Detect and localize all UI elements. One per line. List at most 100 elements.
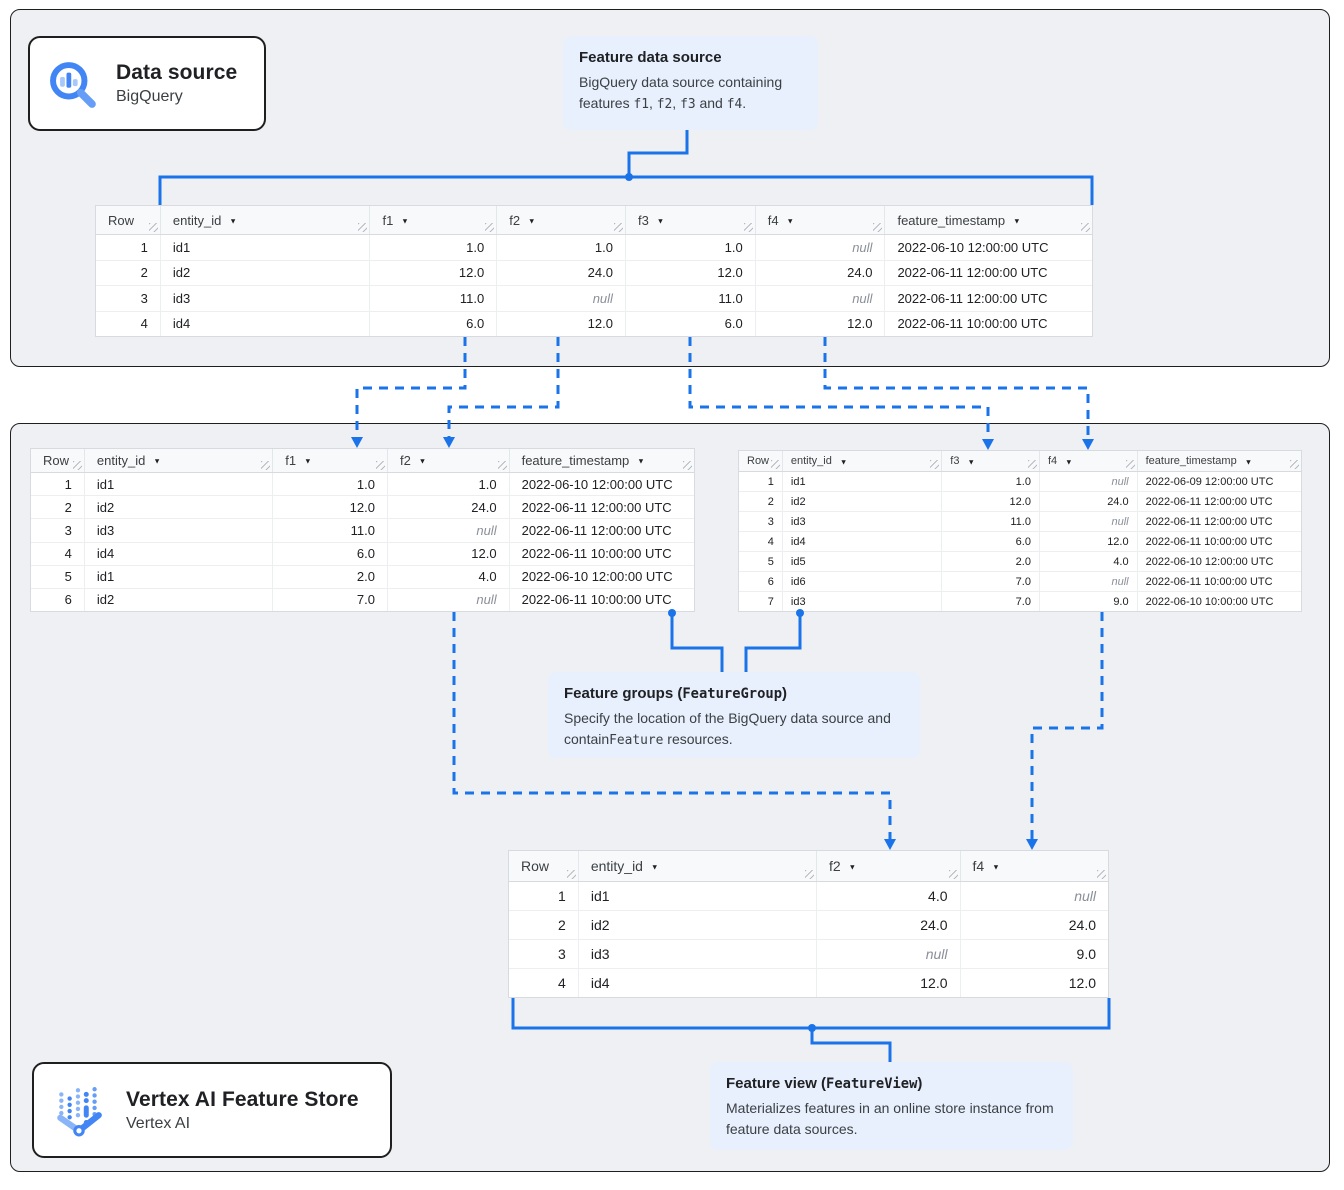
text: resources. bbox=[663, 730, 733, 747]
table-cell: 5 bbox=[739, 552, 783, 571]
sort-arrow-icon: ▼ bbox=[401, 216, 409, 225]
column-label: Row bbox=[747, 455, 770, 467]
table-cell: 2.0 bbox=[273, 565, 388, 588]
table-cell: 2022-06-11 10:00:00 UTC bbox=[1145, 575, 1273, 588]
table-cell: id1 bbox=[85, 565, 274, 588]
table-cell: 12.0 bbox=[1040, 532, 1138, 551]
column-resize-icon bbox=[148, 223, 158, 232]
text: Feature groups ( bbox=[564, 685, 683, 702]
column-header-entity_id: entity_id▼ bbox=[783, 451, 943, 471]
table-cell: 2022-06-11 12:00:00 UTC bbox=[1145, 495, 1273, 508]
table-cell: id1 bbox=[579, 882, 817, 910]
table-cell: 9.0 bbox=[1076, 946, 1096, 962]
column-header-f2: f2▼ bbox=[388, 449, 510, 472]
table-cell: 4 bbox=[739, 532, 783, 551]
table-cell: 24.0 bbox=[1040, 492, 1138, 511]
sort-arrow-icon: ▼ bbox=[528, 216, 536, 225]
table-cell: 1.0 bbox=[942, 472, 1040, 491]
column-resize-icon bbox=[497, 461, 507, 470]
code-text: f1 bbox=[633, 96, 649, 112]
feature-view-callout: Feature view (FeatureView) Materializes … bbox=[710, 1062, 1073, 1150]
sort-arrow-icon: ▼ bbox=[304, 456, 312, 466]
code-text: f4 bbox=[726, 96, 743, 112]
column-resize-icon bbox=[261, 461, 271, 470]
table-cell: 4 bbox=[96, 311, 161, 336]
table-cell: 1.0 bbox=[626, 235, 756, 260]
column-header-Row: Row bbox=[739, 451, 783, 471]
badge-title: Vertex AI Feature Store bbox=[126, 1087, 359, 1111]
column-header-entity_id: entity_id▼ bbox=[161, 206, 371, 234]
table-cell: 7.0 bbox=[942, 592, 1040, 611]
table-cell: id3 bbox=[579, 940, 817, 968]
callout-body: Specify the location of the BigQuery dat… bbox=[564, 708, 904, 750]
column-resize-icon bbox=[1097, 870, 1106, 879]
table-cell: 6.0 bbox=[626, 311, 756, 336]
table-cell: null bbox=[1074, 888, 1096, 904]
column-resize-icon bbox=[1125, 460, 1135, 469]
table-cell: 6 bbox=[31, 588, 85, 612]
column-header-f2: f2▼ bbox=[497, 206, 626, 234]
table-cell: 9.0 bbox=[1040, 592, 1138, 611]
column-resize-icon bbox=[743, 223, 753, 232]
callout-body: BigQuery data source containing features… bbox=[579, 72, 802, 114]
table-cell: 12.0 bbox=[1068, 975, 1096, 991]
sort-arrow-icon: ▼ bbox=[637, 456, 645, 466]
table-cell: id3 bbox=[783, 512, 943, 531]
table-cell: 7.0 bbox=[273, 588, 388, 612]
column-resize-icon bbox=[566, 870, 576, 879]
table-cell: null bbox=[756, 286, 886, 311]
table-cell: 1.0 bbox=[370, 235, 498, 260]
table-cell: null bbox=[817, 940, 961, 968]
table-cell: 7 bbox=[739, 592, 783, 611]
column-header-f4: f4 ▼ bbox=[961, 851, 1109, 881]
data-source-badge: Data source BigQuery bbox=[28, 36, 266, 131]
table-cell: 12.0 bbox=[756, 311, 886, 336]
column-header-Row: Row bbox=[96, 206, 161, 234]
column-header-entity_id: entity_id▼ bbox=[85, 449, 274, 472]
table-cell: null bbox=[497, 286, 626, 311]
table-cell: 12.0 bbox=[370, 260, 498, 285]
sort-arrow-icon: ▼ bbox=[992, 862, 1000, 871]
column-header-f2: f2▼ bbox=[817, 851, 961, 881]
table-cell: 3 bbox=[509, 940, 579, 968]
text: ) bbox=[917, 1075, 923, 1092]
sort-arrow-icon: ▼ bbox=[839, 457, 848, 466]
column-header-f3: f3▼ bbox=[942, 451, 1040, 471]
table-cell: null bbox=[388, 519, 510, 542]
table-cell: 24.0 bbox=[497, 260, 626, 285]
table-cell: 24.0 bbox=[1068, 917, 1096, 933]
table-cell: 2022-06-09 12:00:00 UTC bbox=[1145, 475, 1274, 488]
table-cell: 3 bbox=[739, 512, 783, 531]
column-label: f2 bbox=[399, 453, 411, 468]
column-label: Row bbox=[108, 212, 135, 228]
sort-arrow-icon: ▼ bbox=[1244, 457, 1253, 466]
column-resize-icon bbox=[804, 870, 814, 879]
table-cell: 6.0 bbox=[942, 532, 1040, 551]
feature-groups-callout: Feature groups (FeatureGroup) Specify th… bbox=[548, 672, 920, 758]
table-cell: id2 bbox=[579, 911, 817, 939]
column-resize-icon bbox=[683, 461, 692, 470]
feature-store-badge-text: Vertex AI Feature Store Vertex AI bbox=[126, 1088, 359, 1133]
column-label: f4 bbox=[972, 858, 985, 874]
table-cell: 4.0 bbox=[817, 882, 961, 910]
table-cell: id2 bbox=[85, 588, 274, 612]
table-cell: 6 bbox=[739, 572, 783, 591]
column-resize-icon bbox=[948, 870, 958, 879]
